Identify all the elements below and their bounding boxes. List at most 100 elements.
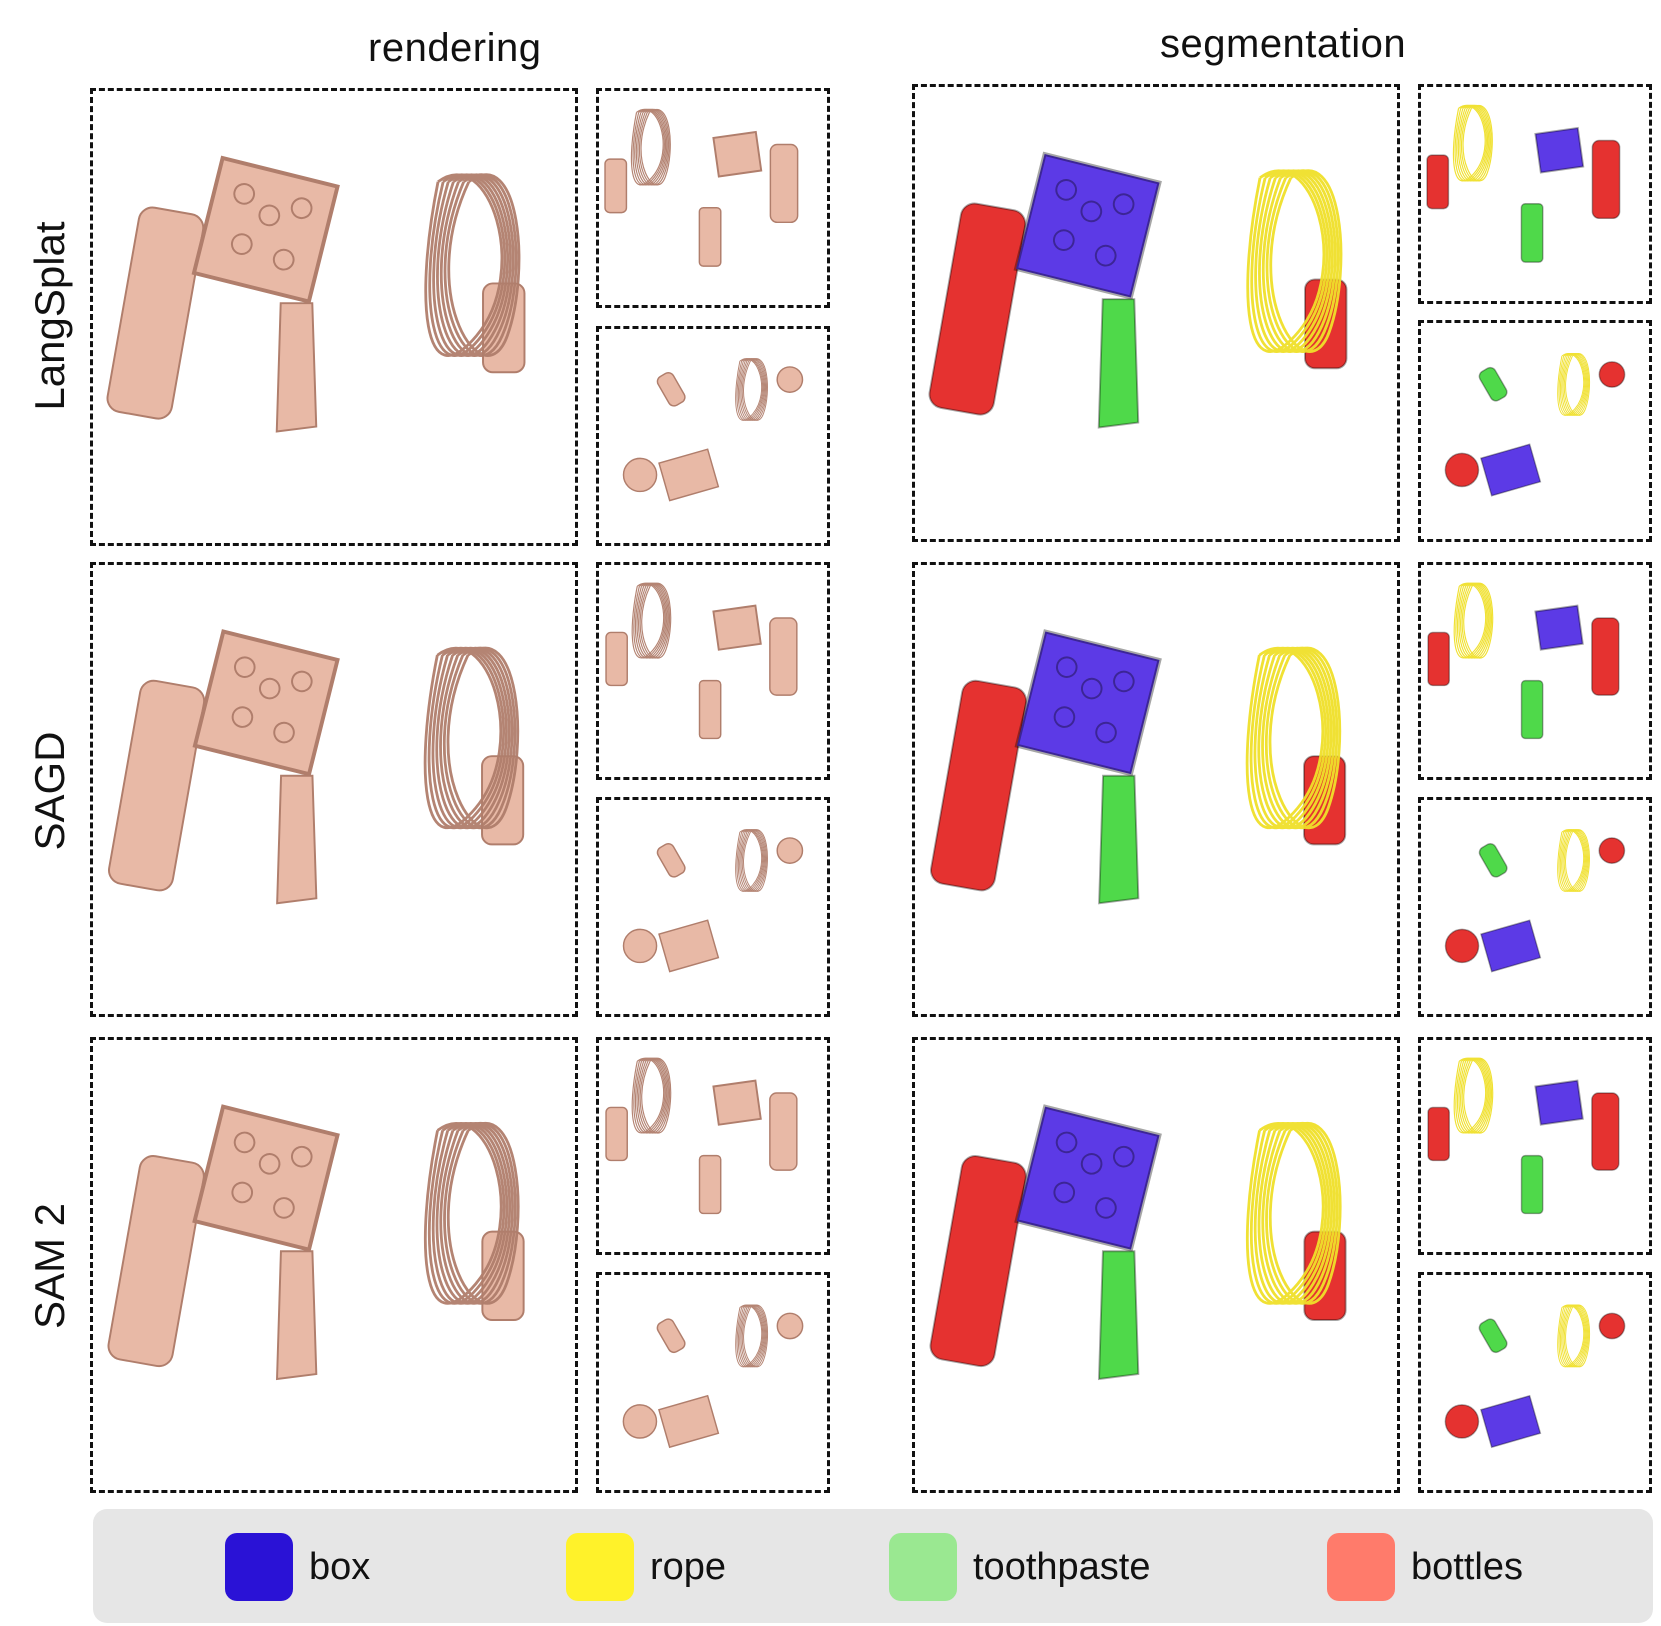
bottle-object	[930, 679, 1028, 892]
legend: box rope toothpaste bottles	[93, 1509, 1653, 1623]
rope-object	[1245, 646, 1342, 830]
legend-swatch-rope	[566, 1533, 634, 1601]
box-object	[658, 1394, 720, 1449]
small-bottle-object	[776, 1312, 804, 1340]
panel-langsplat-segmentation-view2	[1418, 320, 1652, 542]
toothpaste-object	[1520, 1154, 1544, 1215]
toothpaste-object	[656, 1318, 686, 1354]
bottle-object	[929, 1155, 1027, 1368]
bottle-object	[605, 631, 628, 687]
rope-object	[735, 829, 768, 892]
toothpaste-object	[1520, 679, 1544, 740]
panel-sagd-segmentation-view1	[1418, 562, 1652, 780]
box-object	[1480, 1394, 1542, 1449]
scene-illustration	[1444, 353, 1626, 497]
scene-illustration	[1444, 1304, 1626, 1449]
bottle-object	[1426, 154, 1450, 210]
legend-item-box: box	[225, 1533, 370, 1601]
panel-sam2-rendering-view2	[596, 1272, 830, 1493]
bottle-object	[108, 679, 206, 892]
toothpaste-object	[1478, 1318, 1508, 1354]
scene-illustration	[928, 151, 1348, 429]
bottle-object	[106, 206, 205, 420]
small-bottle-object	[1598, 1312, 1626, 1340]
legend-label-toothpaste: toothpaste	[973, 1545, 1151, 1588]
toothpaste-object	[275, 1250, 318, 1381]
rope-object	[424, 173, 521, 357]
scene-illustration	[1426, 105, 1621, 263]
small-bottle-object	[1591, 617, 1620, 696]
panel-sagd-rendering-main	[90, 562, 578, 1017]
scene-illustration	[929, 1104, 1347, 1381]
row-label-sam2: SAM 2	[26, 1202, 73, 1330]
toothpaste-object	[276, 774, 318, 905]
box-object	[1013, 151, 1162, 300]
toothpaste-object	[1478, 843, 1508, 878]
scene-illustration	[605, 1057, 798, 1215]
panel-sam2-segmentation-main	[912, 1037, 1400, 1493]
toothpaste-object	[656, 843, 686, 878]
box-object	[1534, 604, 1584, 651]
panel-langsplat-segmentation-view1	[1418, 84, 1652, 304]
bottle-object	[928, 202, 1027, 416]
panel-langsplat-rendering-view2	[596, 326, 830, 546]
legend-swatch-box	[225, 1533, 293, 1601]
panel-langsplat-rendering-view1	[596, 88, 830, 308]
box-object	[712, 604, 762, 651]
rope-object	[631, 1057, 672, 1134]
legend-item-bottles: bottles	[1327, 1533, 1523, 1601]
box-object	[1480, 919, 1542, 973]
toothpaste-object	[275, 302, 318, 433]
legend-item-toothpaste: toothpaste	[889, 1533, 1150, 1601]
bottle-object	[1427, 631, 1450, 687]
bottle-object	[604, 158, 628, 214]
panel-langsplat-segmentation-main	[912, 84, 1400, 542]
box-object	[1480, 443, 1542, 497]
panel-sagd-segmentation-main	[912, 562, 1400, 1017]
scene-illustration	[1427, 1057, 1620, 1215]
panel-sam2-segmentation-view2	[1418, 1272, 1652, 1493]
bottle-object	[1444, 928, 1480, 964]
box-object	[1534, 126, 1585, 174]
scene-illustration	[1444, 829, 1626, 973]
panel-sagd-rendering-view2	[596, 797, 830, 1017]
small-bottle-object	[769, 1092, 798, 1171]
row-label-sagd: SAGD	[26, 731, 73, 851]
toothpaste-object	[1520, 202, 1544, 263]
rope-object	[735, 1304, 769, 1368]
box-object	[1014, 629, 1162, 777]
panel-sagd-segmentation-view2	[1418, 797, 1652, 1017]
scene-illustration	[622, 829, 804, 973]
scene-illustration	[622, 358, 804, 502]
bottle-object	[622, 928, 658, 964]
row-label-langsplat: LangSplat	[26, 221, 73, 411]
small-bottle-object	[776, 366, 804, 393]
box-object	[192, 629, 340, 777]
rope-object	[423, 646, 520, 830]
small-bottle-object	[776, 837, 804, 864]
box-object	[712, 1079, 762, 1126]
small-bottle-object	[1591, 139, 1621, 220]
legend-swatch-toothpaste	[889, 1533, 957, 1601]
scene-illustration	[1427, 582, 1620, 740]
box-object	[658, 919, 720, 973]
bottle-object	[1444, 1404, 1480, 1439]
legend-item-rope: rope	[566, 1533, 726, 1601]
toothpaste-object	[1097, 298, 1140, 429]
rope-object	[1245, 1121, 1342, 1305]
box-object	[712, 130, 763, 178]
panel-sam2-rendering-main	[90, 1037, 578, 1493]
panel-langsplat-rendering-main	[90, 88, 578, 546]
box-object	[1014, 1104, 1162, 1252]
scene-illustration	[604, 109, 799, 267]
bottle-object	[622, 457, 658, 493]
box-object	[1534, 1079, 1584, 1126]
column-title-rendering: rendering	[368, 26, 542, 70]
legend-label-rope: rope	[650, 1545, 727, 1588]
scene-illustration	[930, 629, 1347, 905]
box-object	[658, 448, 720, 502]
scene-illustration	[106, 155, 526, 433]
rope-object	[423, 1121, 520, 1305]
panel-sagd-rendering-view1	[596, 562, 830, 780]
scene-illustration	[605, 582, 798, 740]
